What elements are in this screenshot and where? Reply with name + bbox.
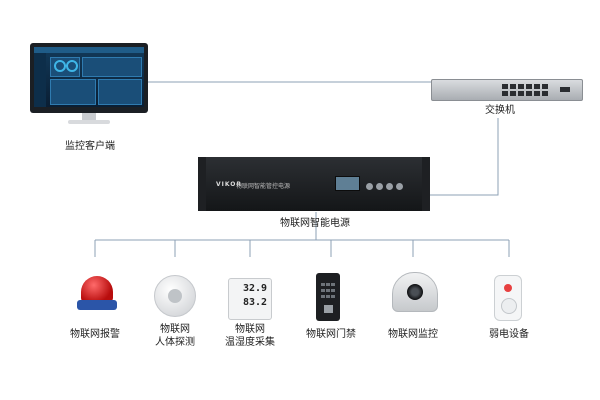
dome-camera-icon [392, 272, 438, 312]
motion-sensor-icon [154, 275, 196, 317]
device-label-alarm: 物联网报警 [70, 329, 120, 340]
monitor-icon [30, 43, 148, 125]
panel-button [366, 183, 373, 190]
lcd-display [335, 176, 360, 191]
power-label: 物联网智能电源 [280, 218, 350, 229]
switch-label: 交换机 [485, 105, 515, 116]
panel-button [376, 183, 383, 190]
monitor-label: 监控客户端 [65, 141, 115, 152]
humidity-reading: 83.2 [243, 297, 268, 308]
device-label-pir: 物联网 人体探测 [155, 324, 195, 348]
electrical-device-icon [494, 275, 522, 321]
access-control-icon [316, 273, 340, 321]
panel-button [396, 183, 403, 190]
device-label-electrical: 弱电设备 [489, 329, 529, 340]
device-label-thermo: 物联网 温湿度采集 [225, 324, 275, 348]
network-switch-icon [431, 79, 583, 101]
thermo-hygrometer-icon: 32.9 83.2 [228, 278, 272, 320]
power-unit-icon: VIKOR 物联网智能管控电源 [198, 157, 430, 211]
device-label-access: 物联网门禁 [306, 329, 356, 340]
power-brand: VIKOR [216, 181, 242, 188]
device-label-camera: 物联网监控 [388, 329, 438, 340]
panel-button [386, 183, 393, 190]
temperature-reading: 32.9 [243, 283, 268, 294]
power-panel-text: 物联网智能管控电源 [236, 183, 291, 190]
alarm-light-base [77, 300, 117, 310]
line-switch-power [430, 118, 499, 196]
alarm-light-icon [81, 276, 113, 302]
